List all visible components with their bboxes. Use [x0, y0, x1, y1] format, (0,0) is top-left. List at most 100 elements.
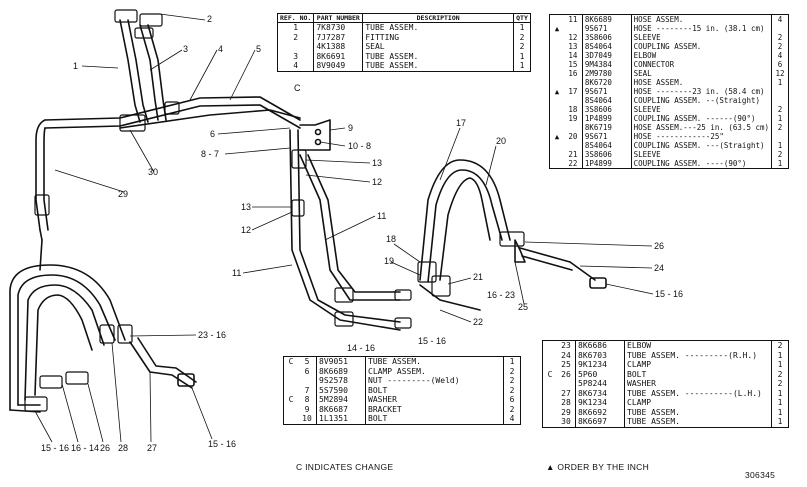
part-number: 1P4899 [582, 114, 632, 123]
part-number: 8K6691 [313, 51, 364, 61]
callout-3: 3 [183, 44, 188, 54]
description: TUBE ASSEM. ---------(R.H.) [627, 350, 758, 360]
callout-13a: 13 [372, 158, 382, 168]
change-mark [543, 398, 557, 408]
description: BOLT [627, 369, 647, 379]
part-number: 5M2894 [316, 395, 366, 405]
callout-11a: 11 [377, 211, 386, 221]
hose-assembly-11 [289, 129, 401, 331]
hose-fittings-lower-left [24, 194, 133, 412]
hose-assembly-17-20 [419, 159, 511, 311]
change-mark [284, 386, 298, 396]
change-mark [550, 51, 564, 60]
change-mark [543, 360, 557, 370]
callout-15-16-right: 15 - 16 [655, 289, 683, 299]
ref-no: 28 [557, 398, 576, 408]
ref-no: 15 [563, 60, 583, 69]
ref-no: 29 [557, 407, 576, 417]
description: HOSE ASSEM.---25 in. (63.5 cm) [633, 123, 770, 132]
part-number: 9M4384 [582, 60, 632, 69]
ref-no: 12 [563, 33, 583, 42]
callout-11b: 11 [232, 268, 241, 278]
callout-18: 18 [386, 234, 396, 244]
part-number: 8K6703 [575, 350, 625, 360]
change-mark [550, 96, 564, 105]
qty: 2 [771, 341, 788, 351]
description: SLEEVE [633, 105, 661, 114]
part-number: 4K1388 [313, 42, 364, 52]
qty [771, 87, 788, 96]
part-number: 3S8606 [582, 105, 632, 114]
change-mark [550, 150, 564, 159]
part-number: 8V9049 [313, 61, 364, 71]
part-number: 9S671 [582, 87, 632, 96]
qty: 2 [503, 376, 520, 386]
callout-1: 1 [73, 61, 78, 71]
callout-29: 29 [118, 189, 128, 199]
ref-no: 2 [278, 32, 315, 42]
part-number: 8K6686 [575, 341, 625, 351]
parts-table-header: REF. NO. PART NUMBER DESCRIPTION QTY [278, 14, 530, 23]
part-number: 8K6692 [575, 407, 625, 417]
change-mark [550, 69, 564, 78]
callout-25: 25 [518, 302, 528, 312]
ref-no: 6 [298, 366, 317, 376]
part-number: 1L1351 [316, 414, 366, 424]
ref-no: 8 [298, 395, 317, 405]
change-mark [550, 141, 564, 150]
qty: 1 [513, 61, 530, 71]
description: NUT ---------(Weld) [368, 376, 460, 385]
qty: 1 [771, 114, 788, 123]
part-number: 8S4064 [582, 141, 632, 150]
description: CLAMP ASSEM. [368, 366, 426, 376]
description: TUBE ASSEM. ----------(L.H.) [627, 388, 762, 398]
ref-no: 5 [298, 357, 317, 367]
description: HOSE --------23 in. (58.4 cm) [633, 87, 765, 96]
qty: 1 [503, 357, 520, 367]
description: TUBE ASSEM. [627, 417, 680, 426]
change-mark [543, 379, 557, 389]
change-mark [543, 351, 557, 361]
ref-no: 10 [298, 414, 317, 424]
change-mark [550, 123, 564, 132]
change-mark [550, 42, 564, 51]
qty: 6 [771, 60, 788, 69]
description: BOLT [368, 385, 388, 395]
change-mark [284, 367, 298, 377]
ref-no: 24 [557, 350, 576, 360]
qty: 4 [771, 15, 788, 24]
ref-no: 16 [563, 69, 583, 78]
callout-8-7: 8 - 7 [201, 149, 219, 159]
callout-22: 22 [473, 317, 483, 327]
order-note: ▲ ORDER BY THE INCH [546, 462, 650, 472]
part-number: 7K8730 [313, 22, 364, 33]
ref-no: 7 [298, 385, 317, 395]
part-number: 7J7287 [313, 32, 364, 42]
description: ELBOW [633, 51, 657, 60]
part-number: 8S4064 [582, 96, 632, 105]
change-mark [284, 414, 298, 424]
description: COUPLING ASSEM. [633, 42, 702, 51]
callout-27: 27 [147, 443, 157, 453]
figure-number: 306345 [745, 470, 776, 480]
description: SLEEVE [633, 33, 661, 42]
callout-19: 19 [384, 256, 394, 266]
callout-15-16-a: 15 - 16 [41, 443, 69, 453]
ref-no: 14 [563, 51, 583, 60]
